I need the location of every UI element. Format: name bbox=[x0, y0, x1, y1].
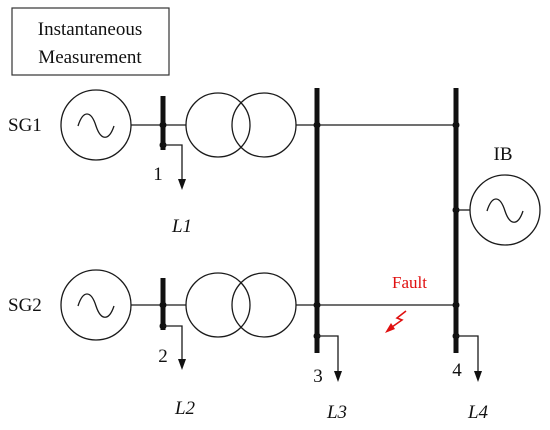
measurement-label-line2: Measurement bbox=[38, 47, 142, 68]
bus-number-2: 2 bbox=[158, 346, 168, 367]
measurement-label-line1: Instantaneous bbox=[38, 19, 142, 40]
ac-source-icon bbox=[77, 113, 115, 138]
generator-sg2: SG2 bbox=[8, 269, 132, 341]
load-feeder-2 bbox=[163, 325, 183, 360]
infinite-bus: IB bbox=[456, 144, 541, 246]
transformer-upper bbox=[185, 92, 297, 158]
node-bus1-sg1 bbox=[159, 121, 167, 129]
generator-label-sg2: SG2 bbox=[8, 295, 42, 316]
load-label-l1: L1 bbox=[171, 216, 192, 237]
bus-number-3: 3 bbox=[313, 366, 323, 387]
transformer-winding-primary bbox=[185, 92, 251, 158]
ac-source-icon bbox=[77, 293, 115, 318]
load-feeder-3 bbox=[317, 335, 339, 372]
bus-3: 3 bbox=[313, 88, 342, 387]
transformer-winding-primary bbox=[185, 272, 251, 338]
transformer-lower bbox=[185, 272, 297, 338]
measurement-box-frame bbox=[11, 7, 170, 76]
node-bus2-sg2 bbox=[159, 301, 167, 309]
transformer-winding-secondary bbox=[231, 92, 297, 158]
load-arrow-icon bbox=[178, 359, 186, 370]
measurement-box: Instantaneous Measurement bbox=[11, 7, 170, 76]
node-bus3-lower bbox=[313, 301, 321, 309]
load-label-l2: L2 bbox=[174, 398, 196, 419]
load-label-l4: L4 bbox=[467, 402, 489, 423]
node-bus3-upper bbox=[313, 121, 321, 129]
load-arrow-icon bbox=[178, 179, 186, 190]
generator-label-sg1: SG1 bbox=[8, 115, 42, 136]
load-arrow-icon bbox=[474, 371, 482, 382]
bus-number-4: 4 bbox=[452, 360, 462, 381]
bus-4: 4 bbox=[452, 88, 482, 382]
fault-indicator: Fault bbox=[385, 273, 427, 333]
lightning-bolt-icon bbox=[391, 310, 407, 328]
fault-label: Fault bbox=[392, 273, 427, 292]
ac-source-icon bbox=[486, 198, 524, 223]
infinite-bus-circle bbox=[469, 174, 541, 246]
generator-sg1: SG1 bbox=[8, 89, 132, 161]
load-feeder-4 bbox=[456, 335, 479, 372]
lightning-bolt-arrow-icon bbox=[385, 323, 395, 333]
bus-1: 1 bbox=[153, 96, 186, 190]
infinite-bus-label: IB bbox=[494, 144, 513, 165]
load-feeder-1 bbox=[163, 144, 183, 180]
load-arrow-icon bbox=[334, 371, 342, 382]
node-bus4-lower bbox=[452, 301, 460, 309]
bus-number-1: 1 bbox=[153, 164, 163, 185]
node-bus4-upper bbox=[452, 121, 460, 129]
bus-2: 2 bbox=[158, 278, 186, 370]
load-label-l3: L3 bbox=[326, 402, 347, 423]
transformer-winding-secondary bbox=[231, 272, 297, 338]
